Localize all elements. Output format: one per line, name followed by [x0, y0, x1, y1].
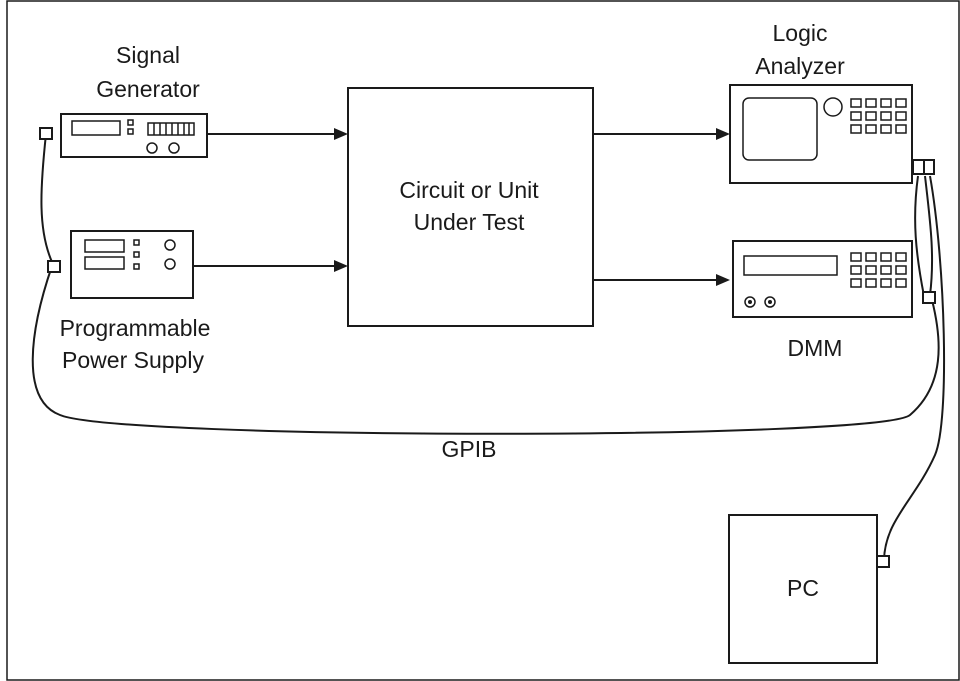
gpib-connector-signal-generator — [39, 127, 53, 140]
unit-under-test-label-line1: Circuit or Unit — [399, 177, 539, 203]
gpib-connector-dmm — [922, 291, 936, 304]
gpib-connector-pc — [876, 555, 890, 568]
power-supply-label-line2: Power Supply — [62, 347, 204, 373]
logic-analyzer-label-line1: Logic — [773, 20, 828, 46]
power-supply-label-line1: Programmable — [60, 315, 211, 341]
dmm-label: DMM — [788, 335, 843, 361]
signal-arrows — [193, 128, 730, 286]
gpib-cable — [31, 133, 946, 561]
dmm-instrument — [732, 240, 913, 318]
pc-box — [728, 514, 878, 664]
gpib-connector-power-supply — [47, 260, 61, 273]
signal-generator-label-line1: Signal — [116, 42, 180, 68]
gpib-connector-logic-analyzer-b — [923, 159, 935, 175]
signal-generator-label-line2: Generator — [96, 76, 200, 102]
signal-generator — [60, 113, 208, 158]
pc-label: PC — [787, 575, 819, 601]
unit-under-test-box — [347, 87, 594, 327]
programmable-power-supply — [70, 230, 194, 299]
gpib-label: GPIB — [442, 436, 497, 462]
logic-analyzer-label-line2: Analyzer — [755, 53, 845, 79]
unit-under-test-label-line2: Under Test — [414, 209, 525, 235]
logic-analyzer — [729, 84, 913, 184]
